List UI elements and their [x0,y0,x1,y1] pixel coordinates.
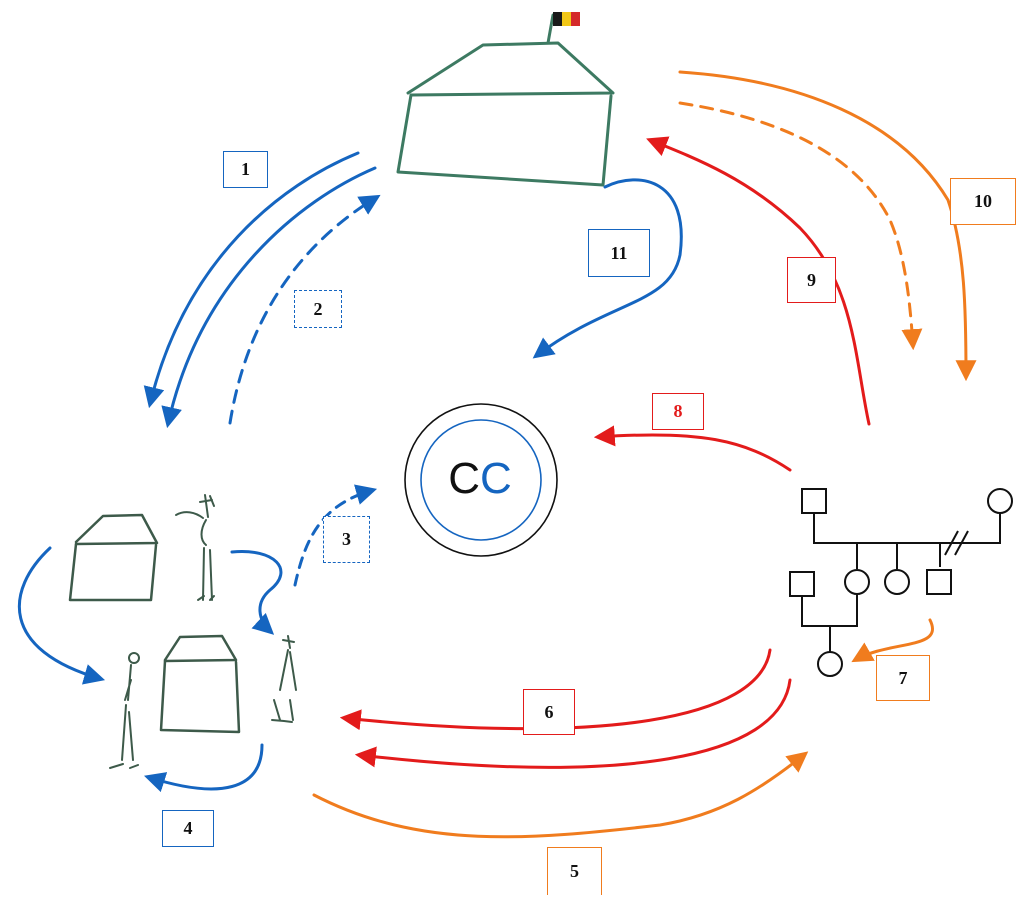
stick-figures-drawing [109,494,297,769]
genogram-male-child-spouse [789,571,815,597]
arrow-6a [339,648,772,731]
state-building-drawing [396,13,615,187]
label-6: 6 [523,689,575,735]
label-10: 10 [950,178,1016,225]
arrow-people [230,550,283,635]
genogram-male-parent [801,488,827,514]
arrow-1b [161,166,377,429]
arrow-4 [143,743,264,793]
label-2: 2 [294,290,342,328]
center-circle [404,403,558,557]
flag-icon [553,12,580,26]
label-5: 5 [547,847,602,895]
arrow-11 [532,178,683,359]
arrow-5 [312,751,809,839]
arrow-8 [593,425,792,472]
center-letter-1: C [448,454,480,503]
label-3: 3 [323,516,370,563]
label-4: 4 [162,810,214,847]
label-7: 7 [876,655,930,701]
arrow-7 [851,618,934,663]
center-letter-2: C [480,454,512,503]
arrow-1a [143,151,360,409]
community-houses-drawing [68,513,241,734]
genogram-grandchild [817,651,843,677]
arrow-10 [678,70,977,382]
arrow-2 [228,194,381,425]
genogram-male-child [926,569,952,595]
arrow-10-dashed [678,101,923,351]
arrow-9 [646,136,871,426]
arrow-6b [354,678,792,769]
family-genogram [789,488,1013,677]
label-11: 11 [588,229,650,277]
genogram-female-parent [987,488,1013,514]
label-9: 9 [787,257,836,303]
label-8: 8 [652,393,704,430]
arrow-left-loop [17,546,106,685]
center-label: CC [420,449,540,509]
genogram-female-child [844,569,870,595]
label-1: 1 [223,151,268,188]
arrow-3 [293,484,378,587]
genogram-female-child-2 [884,569,910,595]
